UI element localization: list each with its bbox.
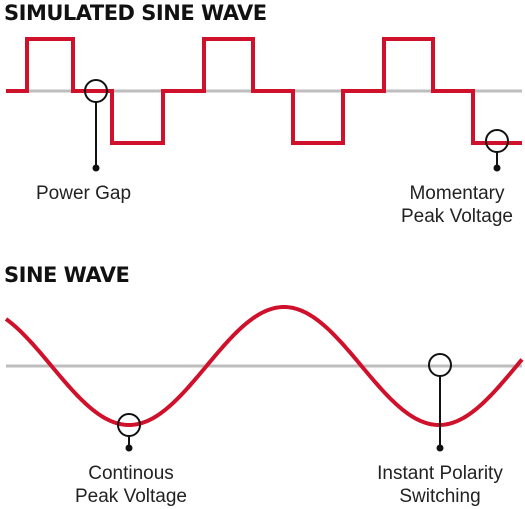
power-gap-label: Power Gap — [36, 182, 156, 205]
simulated-sine-wave-diagram — [6, 37, 522, 172]
continuous-peak-line2: Peak Voltage — [75, 486, 187, 507]
continuous-peak-marker — [117, 413, 141, 452]
momentary-peak-line2: Peak Voltage — [401, 206, 513, 227]
simulated-sine-wave-title: SIMULATED SINE WAVE — [4, 1, 267, 25]
power-gap-marker — [84, 79, 108, 172]
sine-wave-title: SINE WAVE — [4, 263, 130, 287]
continuous-peak-line1: Continous — [88, 463, 174, 484]
momentary-peak-line1: Momentary — [409, 183, 505, 204]
power-gap-text: Power Gap — [36, 183, 132, 204]
momentary-peak-label: Momentary Peak Voltage — [390, 182, 524, 228]
instant-polarity-label: Instant Polarity Switching — [360, 462, 520, 508]
instant-polarity-line1: Instant Polarity — [377, 463, 503, 484]
instant-polarity-line2: Switching — [399, 486, 481, 507]
sine-curve — [4, 304, 524, 427]
momentary-peak-marker — [485, 129, 509, 172]
simulated-square-wave — [6, 37, 522, 145]
continuous-peak-label: Continous Peak Voltage — [64, 462, 198, 508]
instant-polarity-marker — [428, 353, 452, 452]
